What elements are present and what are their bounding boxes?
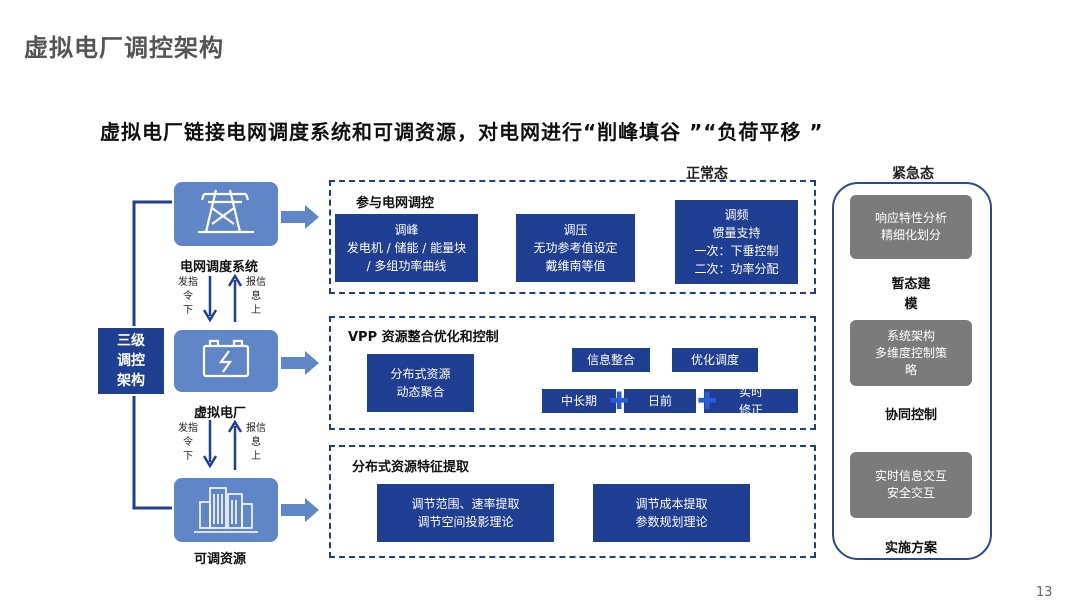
- text-line: 精细化划分: [880, 228, 941, 242]
- page-number: 13: [1036, 585, 1053, 600]
- text-line: 令: [183, 291, 193, 302]
- implementation-plan-label: 实施方案: [884, 541, 937, 556]
- level-line: 三级: [117, 333, 145, 349]
- text-line: 报信: [246, 423, 266, 434]
- regulation-cost-box: 调节成本提取 参数规划理论: [593, 484, 750, 542]
- coordinated-control-label: 协同控制: [884, 408, 937, 423]
- response-analysis-box: 响应特性分析 精细化划分: [850, 195, 972, 259]
- normal-state-label: 正常态: [686, 166, 728, 182]
- text-line: 息: [251, 291, 261, 302]
- text-line: 惯量支持: [712, 226, 761, 240]
- subtitle: 虚拟电厂链接电网调度系统和可调资源，对电网进行“削峰填谷 ”“负荷平移 ”: [100, 120, 824, 144]
- text-line: 实时信息交互: [874, 469, 947, 483]
- arrow-up-icon: [228, 420, 242, 470]
- voltage-regulation-box: 调压 无功参考值设定 戴维南等值: [516, 214, 635, 282]
- arrow-right-icon: [281, 351, 319, 375]
- text-line: 发电机 / 储能 / 能量块: [346, 241, 467, 255]
- section-title: VPP 资源整合优化和控制: [348, 330, 499, 345]
- emergency-panel: [832, 182, 992, 560]
- vpp-label: 虚拟电厂: [194, 406, 247, 421]
- battery-icon: [202, 339, 250, 378]
- realtime-text: 实时: [738, 385, 763, 399]
- level-line: 架构: [117, 373, 145, 389]
- text-line: 暂态建: [891, 277, 931, 292]
- emergency-state-label: 紧急态: [892, 166, 934, 182]
- dynamic-aggregation-box: 分布式资源 动态聚合: [367, 354, 474, 412]
- resource-node: [174, 478, 278, 542]
- arrow-down-icon: [203, 276, 217, 323]
- section-title: 参与电网调控: [356, 196, 435, 211]
- power-tower-icon: [198, 189, 254, 234]
- three-level-control-label: 三级 调控 架构: [96, 326, 166, 396]
- text-line: 动态聚合: [396, 385, 445, 399]
- text-line: 息: [251, 437, 261, 448]
- transient-modeling-label: 暂态建 模: [862, 275, 960, 315]
- system-architecture-box: 系统架构 多维度控制策 略: [850, 320, 972, 386]
- text-line: 令: [183, 437, 193, 448]
- page-title: 虚拟电厂调控架构: [24, 34, 224, 62]
- text-line: 下: [183, 451, 193, 462]
- level-line: 调控: [117, 353, 145, 369]
- text-line: 上: [251, 451, 261, 462]
- day-ahead-box: 日前: [624, 389, 696, 413]
- vpp-node: [174, 330, 278, 392]
- vpp-integration-section: [329, 316, 816, 430]
- issue-command-label: 发指 令 下: [178, 276, 198, 318]
- grid-dispatch-node: [174, 182, 278, 246]
- plus-icon: ✚: [609, 387, 630, 415]
- text-line: 报信: [246, 277, 266, 288]
- resource-label: 可调资源: [194, 552, 247, 567]
- arrow-down-icon: [203, 420, 217, 469]
- report-info-label: 报信 息 上: [246, 422, 266, 464]
- text-line: 参数规划理论: [635, 515, 708, 529]
- text-line: 一次：下垂控制: [694, 244, 779, 258]
- text-line: 下: [183, 305, 193, 316]
- arrow-right-icon: [281, 205, 319, 229]
- grid-dispatch-label: 电网调度系统: [180, 260, 259, 275]
- text-line: 调节成本提取: [635, 497, 708, 511]
- text-line: 安全交互: [886, 486, 935, 500]
- text-line: 调节空间投影理论: [417, 515, 514, 529]
- text-line: 调频: [724, 208, 749, 222]
- buildings-icon: [194, 487, 258, 533]
- arrow-right-icon: [281, 498, 319, 522]
- text-line: 二次：功率分配: [694, 262, 779, 276]
- text-line: 发指: [178, 277, 198, 288]
- text-line: 略: [904, 362, 917, 377]
- text-line: 上: [251, 305, 261, 316]
- info-integration-box: 信息整合: [572, 348, 650, 372]
- text-line: 调节范围、速率提取: [411, 497, 520, 511]
- text-line: 调峰: [394, 223, 419, 237]
- peak-regulation-box: 调峰 发电机 / 储能 / 能量块 / 多组功率曲线: [335, 214, 478, 282]
- text-line: / 多组功率曲线: [366, 259, 447, 273]
- text-line: 分布式资源: [390, 367, 451, 381]
- resource-feature-section: [329, 445, 816, 558]
- text-line: 响应特性分析: [874, 211, 947, 225]
- text-line: 模: [904, 297, 918, 312]
- report-info-label: 报信 息 上: [246, 276, 266, 318]
- arrow-up-icon: [228, 274, 242, 322]
- text-line: 戴维南等值: [545, 259, 606, 273]
- frequency-regulation-box: 调频 惯量支持 一次：下垂控制 二次：功率分配: [675, 200, 798, 284]
- regulation-range-box: 调节范围、速率提取 调节空间投影理论: [377, 484, 554, 542]
- section-title: 分布式资源特征提取: [352, 460, 470, 475]
- text-line: 发指: [178, 423, 198, 434]
- realtime-interaction-box: 实时信息交互 安全交互: [850, 452, 972, 518]
- realtime-correction-box: 实时修正: [704, 385, 798, 417]
- text-line: 多维度控制策: [874, 345, 947, 360]
- text-line: 调压: [563, 223, 588, 237]
- grid-regulation-section: [329, 180, 816, 294]
- text-line: 系统架构: [886, 328, 935, 343]
- issue-command-label: 发指 令 下: [178, 422, 198, 464]
- correction-text: 修正: [738, 403, 763, 417]
- plus-icon: ✚: [697, 387, 718, 415]
- mid-long-term-box: 中长期: [542, 389, 616, 413]
- optimal-dispatch-box: 优化调度: [672, 348, 758, 372]
- text-line: 无功参考值设定: [533, 241, 618, 255]
